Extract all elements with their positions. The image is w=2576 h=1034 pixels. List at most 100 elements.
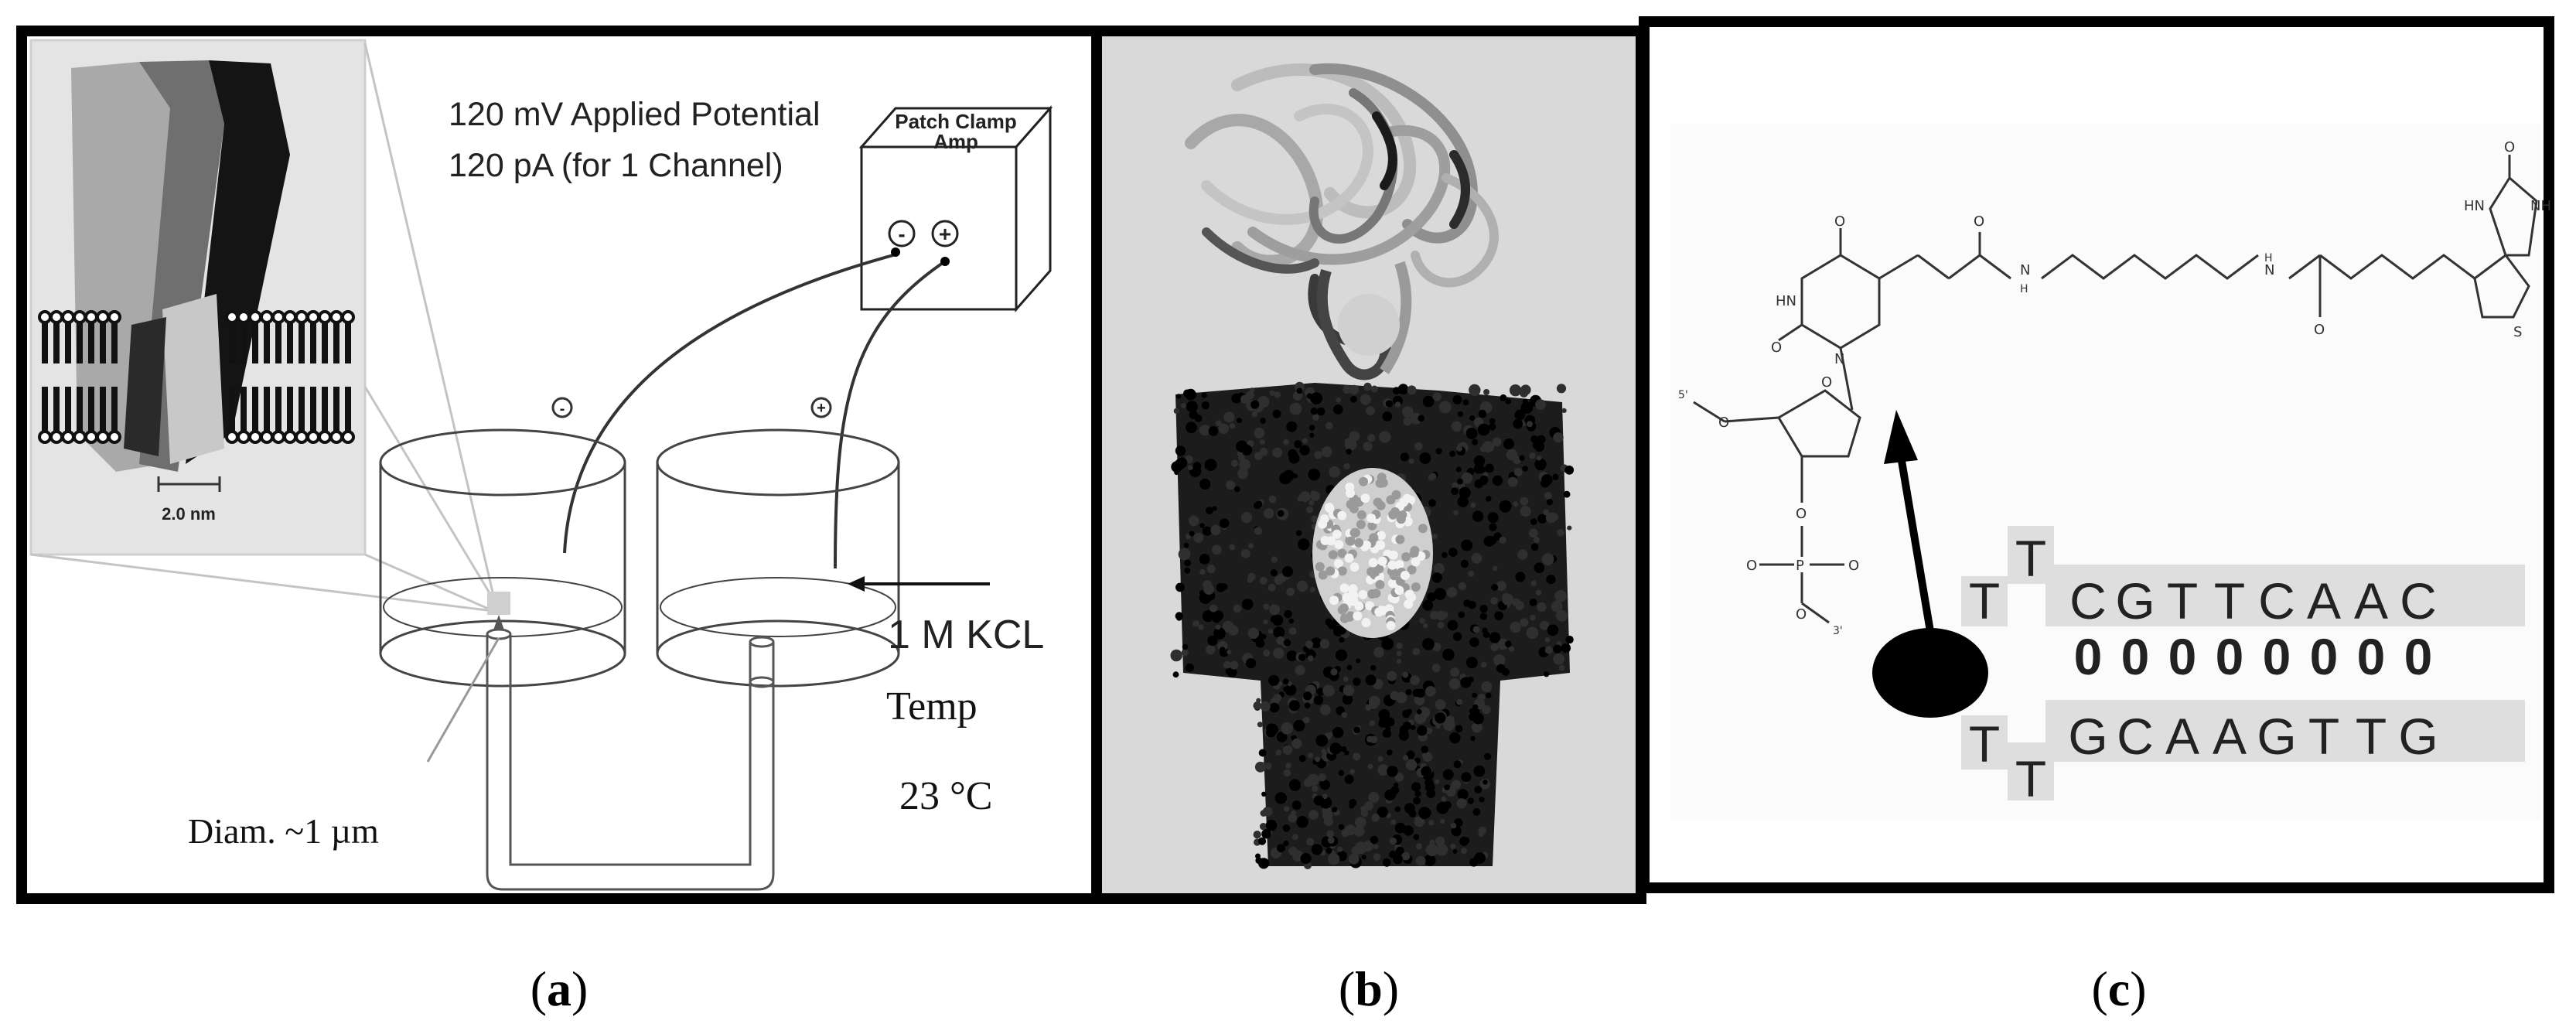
cap-ribbon (1308, 274, 1350, 345)
pore-column-4 (162, 294, 224, 464)
barrel-atom (1302, 438, 1308, 444)
barrel-atom (1204, 459, 1217, 471)
barrel-atom (1322, 793, 1328, 800)
dna-atom (1407, 565, 1417, 575)
barrel-atom (1492, 437, 1502, 447)
barrel-atom (1286, 587, 1295, 596)
chem-o-minus: O (1848, 558, 1859, 574)
barrel-atom (1469, 637, 1479, 647)
barrel-atom (1338, 824, 1345, 830)
barrel-atom (1545, 512, 1557, 524)
barrel-atom (1291, 800, 1302, 810)
barrel-atom (1432, 392, 1442, 401)
barrel-atom (1181, 403, 1186, 408)
barrel-atom (1384, 789, 1396, 801)
barrel-atom (1335, 649, 1347, 661)
barrel-atom (1405, 759, 1418, 771)
barrel-atom (1274, 391, 1281, 398)
barrel-atom (1431, 664, 1441, 673)
cap-ribbon (1202, 227, 1319, 274)
barrel-atom (1296, 387, 1303, 394)
barrel-atom (1283, 639, 1291, 647)
barrel-atom (1329, 466, 1341, 478)
amp-box-side (1015, 105, 1052, 312)
dna-atom (1337, 548, 1347, 558)
barrel-atom (1268, 583, 1276, 592)
barrel-atom (1499, 500, 1512, 513)
barrel-atom (1229, 544, 1236, 551)
top-base-3: T (2214, 572, 2245, 630)
barrel-atom (1422, 637, 1435, 650)
barrel-atom (1254, 527, 1263, 535)
base-pair-mark-4: 0 (2263, 628, 2291, 685)
barrel-atom (1268, 674, 1280, 686)
barrel-atom (1240, 511, 1253, 524)
barrel-atom (1206, 507, 1213, 515)
barrel-atom (1496, 664, 1506, 673)
barrel-atom (1491, 584, 1499, 591)
barrel-atom (1423, 623, 1428, 629)
barrel-atom (1277, 844, 1285, 853)
biotin-urea-ring (2489, 176, 2538, 257)
barrel-atom (1377, 806, 1388, 818)
barrel-atom (1554, 590, 1567, 602)
barrel-atom (1192, 462, 1202, 470)
dna-atom (1326, 566, 1336, 576)
panel-b (1091, 26, 1646, 904)
barrel-atom (1181, 649, 1189, 657)
dna-atom (1354, 537, 1363, 548)
barrel-atom (1489, 632, 1501, 643)
barrel-atom (1230, 660, 1239, 670)
dna-atom (1376, 540, 1386, 550)
barrel-atom (1337, 846, 1343, 852)
lipid-head (225, 430, 239, 444)
dna-atom (1390, 507, 1400, 517)
barrel-atom (1332, 404, 1343, 415)
dna-atom (1376, 500, 1386, 510)
barrel-atom (1223, 660, 1231, 669)
barrel-atom (1425, 686, 1436, 697)
barrel-atom (1319, 704, 1331, 715)
left-chamber-bottom (379, 619, 626, 688)
dna-atom (1404, 599, 1414, 609)
barrel-atom (1315, 756, 1321, 763)
barrel-atom (1328, 853, 1340, 865)
dna-atom (1386, 620, 1396, 630)
barrel-atom (1392, 387, 1401, 395)
barrel-atom (1344, 438, 1353, 447)
dna-atom (1348, 589, 1358, 599)
chem-three-prime: 3' (1833, 625, 1843, 637)
barrel-atom (1289, 402, 1302, 415)
barrel-atom (1350, 396, 1357, 403)
lipid-head (329, 430, 343, 444)
chemical-labels: O HN O N O N H N H O O HN NH S O O P O O… (1678, 139, 2551, 637)
dna-atom (1367, 589, 1377, 599)
lipid-head (295, 430, 309, 444)
barrel-atom (1308, 500, 1315, 506)
barrel-atom (1369, 699, 1376, 705)
barrel-atom (1219, 647, 1226, 654)
barrel-atom (1472, 704, 1479, 711)
barrel-atom (1528, 528, 1538, 538)
barrel-atom (1506, 449, 1518, 461)
barrel-atom (1288, 618, 1294, 624)
barrel-atom (1281, 722, 1294, 735)
dna-atom (1346, 611, 1356, 621)
barrel-atom (1225, 667, 1233, 675)
loop-bottom-base-0: T (1969, 715, 2000, 773)
barrel-atom (1490, 643, 1499, 651)
barrel-atom (1472, 626, 1480, 633)
barrel-atom (1223, 411, 1235, 423)
base-pair-mark-0: 0 (2074, 628, 2103, 685)
barrel-atom (1435, 779, 1440, 784)
zoom-lines (30, 43, 495, 613)
barrel-atom (1429, 839, 1435, 845)
barrel-atom (1283, 840, 1289, 847)
barrel-atom (1263, 619, 1268, 625)
barrel-atom (1291, 834, 1298, 841)
lipid-head (260, 430, 274, 444)
chem-sugar-o: O (1821, 374, 1832, 391)
top-base-4: C (2258, 572, 2295, 630)
barrel-atom (1494, 611, 1503, 621)
